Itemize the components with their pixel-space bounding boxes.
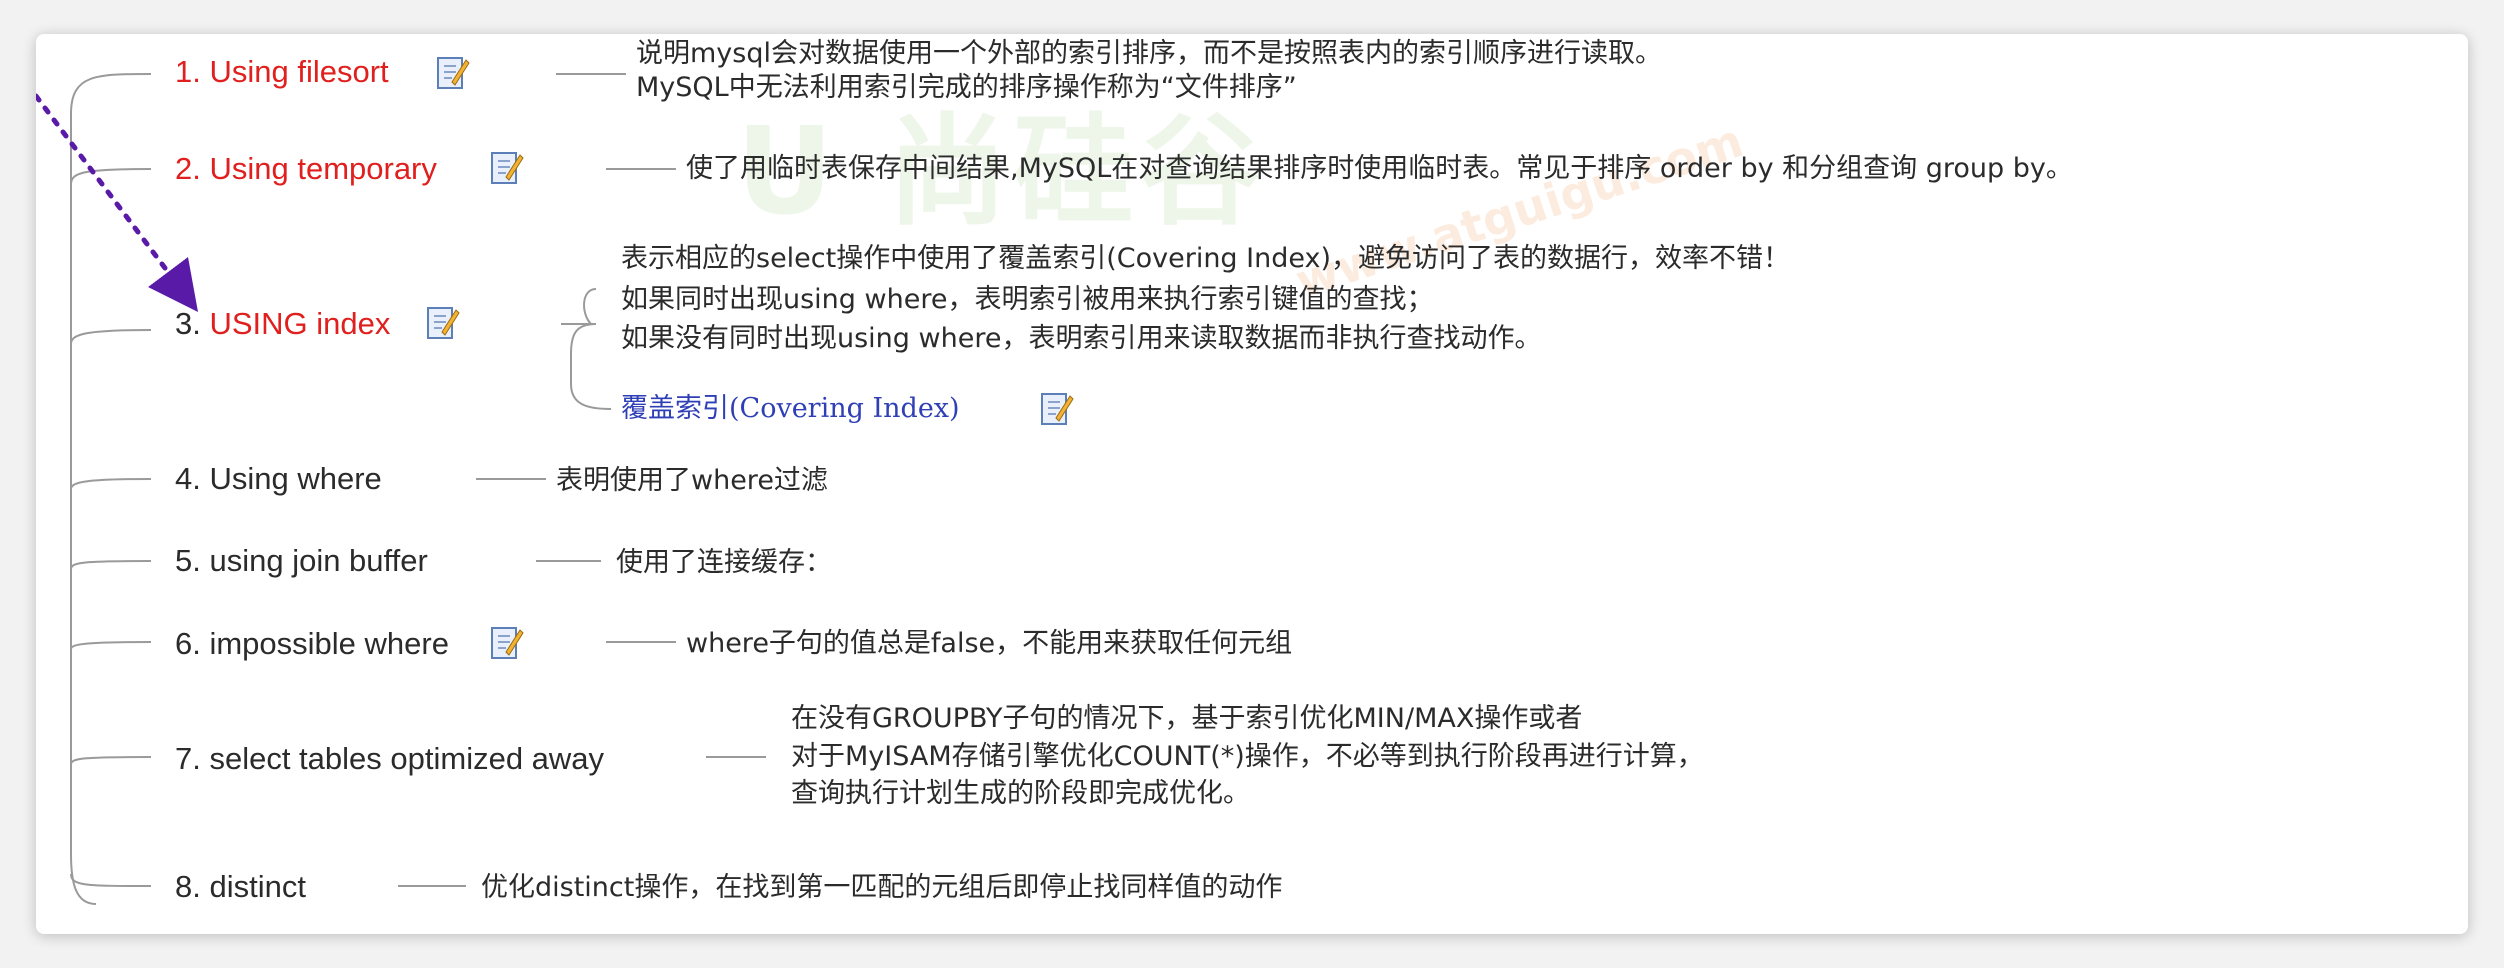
desc-impossible-where: where子句的值总是false，不能用来获取任何元组 (686, 628, 1293, 659)
item-using-where: 4. Using where (175, 461, 382, 496)
link-covering-index[interactable]: 覆盖索引(Covering Index) (621, 393, 960, 424)
desc-filesort-line1: 说明mysql会对数据使用一个外部的索引排序，而不是按照表内的索引顺序进行读取。 (636, 38, 1662, 69)
desc-index-line3: 如果没有同时出现using where，表明索引用来读取数据而非执行查找动作。 (621, 323, 1542, 354)
item-number: 3. (175, 306, 210, 341)
note-edit-icon[interactable] (424, 302, 460, 342)
note-edit-icon[interactable] (1038, 388, 1074, 428)
desc-select-tables-line1: 在没有GROUPBY子句的情况下，基于索引优化MIN/MAX操作或者 (791, 703, 1583, 734)
item-join-buffer: 5. using join buffer (175, 543, 428, 578)
desc-select-tables-line2: 对于MyISAM存储引擎优化COUNT(*)操作，不必等到执行阶段再进行计算， (791, 741, 1704, 772)
note-edit-icon[interactable] (434, 52, 470, 92)
desc-using-where: 表明使用了where过滤 (556, 465, 828, 496)
desc-distinct: 优化distinct操作，在找到第一匹配的元组后即停止找同样值的动作 (481, 872, 1283, 903)
desc-index-line1: 表示相应的select操作中使用了覆盖索引(Covering Index)，避免… (621, 243, 1791, 274)
desc-join-buffer: 使用了连接缓存： (616, 547, 832, 578)
item-using-filesort: 1. Using filesort (175, 54, 389, 89)
item-using-temporary: 2. Using temporary (175, 151, 437, 186)
item-using-index: 3. USING index (175, 304, 390, 344)
item-impossible-where: 6. impossible where (175, 626, 449, 661)
connector-lines (36, 73, 766, 905)
desc-select-tables-line3: 查询执行计划生成的阶段即完成优化。 (791, 778, 1250, 809)
desc-temporary: 使了用临时表保存中间结果,MySQL在对查询结果排序时使用临时表。常见于排序 o… (686, 153, 2073, 184)
item-select-tables: 7. select tables optimized away (175, 741, 605, 776)
desc-index-line2: 如果同时出现using where，表明索引被用来执行索引键值的查找； (621, 284, 1434, 315)
item-distinct: 8. distinct (175, 869, 306, 904)
note-edit-icon[interactable] (488, 622, 524, 662)
desc-filesort-line2: MySQL中无法利用索引完成的排序操作称为“文件排序” (636, 72, 1297, 103)
item-label-highlight: USING index (209, 306, 391, 341)
note-edit-icon[interactable] (488, 147, 524, 187)
mindmap-card: U 尚硅谷 www.atguigu.com 1. Using filesort (36, 34, 2468, 934)
